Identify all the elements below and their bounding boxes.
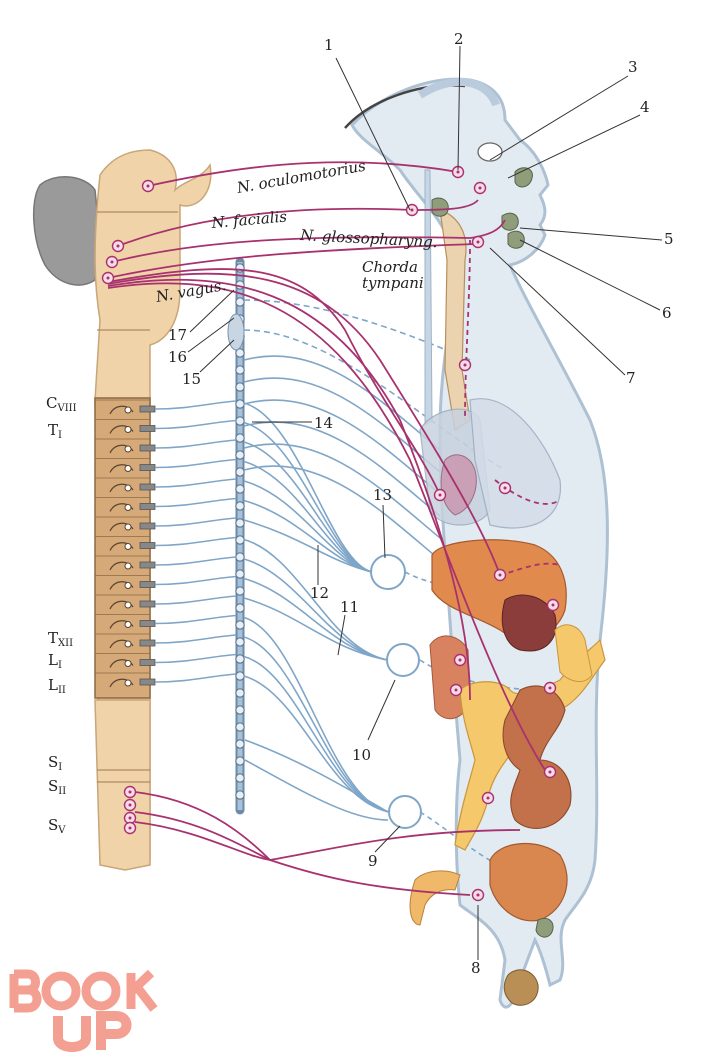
trunk-ganglion xyxy=(235,773,245,783)
trunk-ganglion xyxy=(235,399,245,409)
trunk-ganglion xyxy=(235,552,245,562)
trunk-ganglion xyxy=(235,603,245,613)
otic-gland xyxy=(431,197,449,217)
spinal-segment xyxy=(95,497,156,512)
parasympathetic-fibers xyxy=(107,161,561,896)
callout-16: 16 xyxy=(168,348,187,366)
label-chorda-1: Chorda xyxy=(362,258,418,276)
spinal-segment xyxy=(95,575,156,590)
callout-6: 6 xyxy=(662,304,672,322)
colon-segment xyxy=(554,624,593,682)
superior-mesenteric-ganglion xyxy=(386,643,420,677)
trunk-ganglion xyxy=(235,297,245,307)
celiac-ganglion xyxy=(370,554,406,590)
sublingual-gland xyxy=(507,230,525,249)
callout-numbers: 1 2 3 4 5 6 7 8 9 10 11 12 13 14 15 16 1… xyxy=(168,30,674,977)
rectum xyxy=(409,870,461,926)
trunk-ganglion xyxy=(235,433,245,443)
callout-9: 9 xyxy=(368,852,378,870)
lung-right xyxy=(469,398,561,529)
seg-s1: SI xyxy=(48,753,62,773)
trunk-ganglion xyxy=(235,450,245,460)
spinal-segment xyxy=(95,594,156,610)
segment-labels: CVIII TI TXII LI LII SI SII SV xyxy=(46,394,77,836)
label-facial: N. facialis xyxy=(210,207,288,232)
callout-17: 17 xyxy=(168,326,187,344)
trunk-ganglion xyxy=(235,756,245,766)
parasympathetic-ganglia xyxy=(101,165,560,902)
trunk-ganglion xyxy=(235,382,245,392)
seg-l1: LI xyxy=(48,651,62,671)
sympathetic-fibers xyxy=(154,299,551,876)
seg-s2: SII xyxy=(48,777,66,797)
seg-c8: CVIII xyxy=(46,394,77,414)
callout-10: 10 xyxy=(352,746,371,764)
spinal-segment xyxy=(95,399,156,415)
callout-14: 14 xyxy=(314,414,333,432)
trunk-ganglion xyxy=(235,637,245,647)
inferior-mesenteric-ganglion xyxy=(388,795,422,829)
label-chorda-2: tympani xyxy=(362,274,424,292)
eye xyxy=(477,142,503,162)
trunk-ganglion xyxy=(235,484,245,494)
trunk-ganglion xyxy=(235,263,245,273)
organs xyxy=(409,142,606,1006)
label-glossopharyngeal: N. glossopharyng. xyxy=(299,226,438,251)
callout-12: 12 xyxy=(310,584,329,602)
submandibular-gland xyxy=(501,212,519,231)
prevertebral-ganglia xyxy=(370,554,422,829)
seg-t12: TXII xyxy=(48,629,73,649)
trunk-ganglion xyxy=(235,722,245,732)
callout-2: 2 xyxy=(454,30,464,48)
pelvic-gland xyxy=(535,917,554,938)
callout-13: 13 xyxy=(373,486,392,504)
seg-s5: SV xyxy=(48,816,66,836)
callout-3: 3 xyxy=(628,58,638,76)
callout-5: 5 xyxy=(664,230,674,248)
trunk-ganglion xyxy=(235,688,245,698)
trunk-ganglion xyxy=(235,654,245,664)
testis xyxy=(503,969,539,1006)
callout-1: 1 xyxy=(324,36,334,54)
trunk-ganglion xyxy=(235,705,245,715)
trunk-ganglion xyxy=(235,790,245,800)
bladder xyxy=(489,843,568,922)
trunk-ganglion xyxy=(235,416,245,426)
bookup-watermark-logo xyxy=(9,969,158,1052)
trunk-ganglion xyxy=(235,365,245,375)
spinal-segment xyxy=(95,614,156,629)
callout-4: 4 xyxy=(640,98,650,116)
spinal-segment xyxy=(95,477,156,493)
spinal-segment xyxy=(95,633,156,649)
seg-t1: TI xyxy=(48,421,62,441)
heart xyxy=(440,454,477,516)
trunk-ganglion xyxy=(235,569,245,579)
trunk-ganglion xyxy=(235,467,245,477)
spinal-segment xyxy=(95,516,156,532)
spinal-segment xyxy=(95,419,156,434)
trunk-ganglion xyxy=(235,739,245,749)
callout-7: 7 xyxy=(626,369,636,387)
brain-and-spinal-cord xyxy=(32,149,212,871)
trunk-ganglion xyxy=(235,348,245,358)
sympathetic-trunk xyxy=(227,257,245,815)
trunk-ganglion xyxy=(235,586,245,596)
trunk-ganglion xyxy=(235,518,245,528)
trunk-ganglion xyxy=(235,501,245,511)
trunk-ganglion xyxy=(235,671,245,681)
callout-leaders xyxy=(187,45,663,960)
trunk-ganglion xyxy=(235,620,245,630)
callout-11: 11 xyxy=(340,598,359,616)
seg-l2: LII xyxy=(48,676,66,696)
trunk-ganglion xyxy=(235,535,245,545)
spleen xyxy=(501,594,557,652)
callout-8: 8 xyxy=(471,959,481,977)
callout-15: 15 xyxy=(182,370,201,388)
